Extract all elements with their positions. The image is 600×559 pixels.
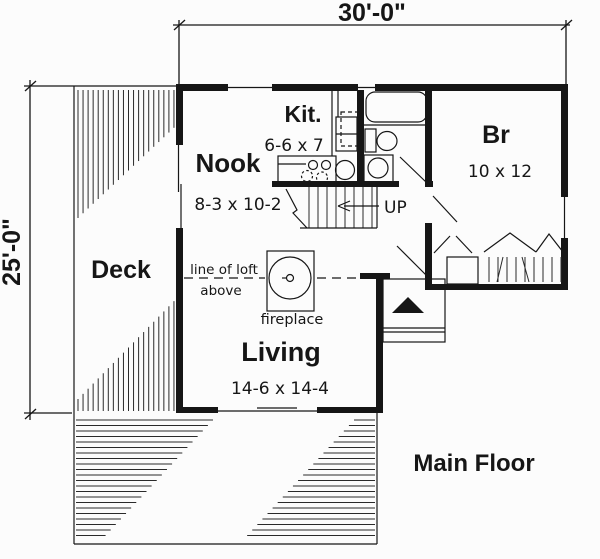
kitchen-sink-bowl <box>320 159 332 171</box>
bath-sink <box>367 157 389 179</box>
bedroom-door-swing <box>432 195 458 223</box>
fireplace-center <box>285 273 295 283</box>
front-door-swing <box>396 245 428 277</box>
entry-arrow-icon <box>392 297 424 313</box>
stove-burner <box>300 169 314 183</box>
plan-title: Main Floor <box>413 450 534 477</box>
dim-tick <box>24 80 37 92</box>
fireplace-box <box>266 250 315 312</box>
label-kitchen: Kit. <box>284 101 321 127</box>
wall-bedroom-left-upper <box>425 90 432 187</box>
wall-left <box>176 84 183 413</box>
wall-stair-top <box>272 181 433 187</box>
deck-outline <box>73 85 378 545</box>
size-nook: 8-3 x 10-2 <box>194 195 281 215</box>
label-bedroom: Br <box>482 121 510 149</box>
bathtub <box>365 91 428 123</box>
toilet-tank <box>364 128 377 153</box>
closet-hangers <box>488 257 562 282</box>
fireplace-label: fireplace <box>261 312 324 328</box>
closet-cabinet <box>446 256 479 285</box>
upper-cabinet-dashed <box>340 111 362 147</box>
size-bedroom: 10 x 12 <box>468 162 532 182</box>
loft-note-line1: line of loft <box>190 262 258 278</box>
exterior-walls <box>176 84 568 413</box>
label-nook: Nook <box>196 148 262 178</box>
wall-bottom-bedroom <box>425 284 568 290</box>
loft-line: line of loft above <box>184 262 375 299</box>
fireplace-group: fireplace <box>261 250 324 328</box>
fireplace-flue <box>268 256 312 300</box>
stove-burner <box>315 171 329 184</box>
deck-plank-hatching <box>76 90 375 536</box>
closet-door-panel <box>455 235 473 254</box>
toilet-bowl <box>376 130 398 152</box>
stoop-outline <box>382 278 446 343</box>
dimension-top: 30'-0" <box>173 0 573 84</box>
dim-tick <box>173 19 186 31</box>
entry-stoop <box>382 278 446 343</box>
bath-door-swing <box>399 156 428 184</box>
room-labels: Kit. 6-6 x 7 Nook 8-3 x 10-2 Br 10 x 12 … <box>91 101 535 477</box>
wall-right-house <box>561 84 568 290</box>
bifold-door <box>483 232 537 253</box>
size-living: 14-6 x 14-4 <box>231 379 329 399</box>
stair-treads <box>308 187 373 228</box>
bathroom-fixtures <box>363 91 428 183</box>
bifold-door <box>535 232 564 253</box>
dim-tick <box>24 408 37 420</box>
label-deck: Deck <box>91 256 151 284</box>
dimension-left-label: 25'-0" <box>0 218 26 286</box>
kitchen-fixtures <box>277 90 362 184</box>
wall-bath-left <box>357 90 364 187</box>
kitchen-sink-bowl <box>307 159 319 171</box>
refrigerator <box>334 159 356 181</box>
stairs-up-label: UP <box>384 198 407 218</box>
stair-break-line <box>285 188 308 229</box>
closet-door-panel <box>433 235 451 254</box>
up-arrow-head <box>337 205 351 212</box>
interior-walls <box>272 90 458 290</box>
staircase: UP <box>285 187 407 229</box>
bedroom-closet <box>433 232 564 285</box>
size-kitchen: 6-6 x 7 <box>264 136 323 156</box>
dimension-top-label: 30'-0" <box>338 0 406 27</box>
label-living: Living <box>241 337 321 367</box>
dim-tick <box>560 19 573 31</box>
bath-vanity <box>363 154 394 183</box>
loft-note-line2: above <box>200 283 241 299</box>
wall-entry-stub <box>360 273 390 279</box>
up-arrow-head <box>337 200 351 207</box>
wall-bedroom-left-lower <box>425 223 432 290</box>
dimension-left: 25'-0" <box>0 80 74 420</box>
wall-right-living <box>376 277 383 413</box>
